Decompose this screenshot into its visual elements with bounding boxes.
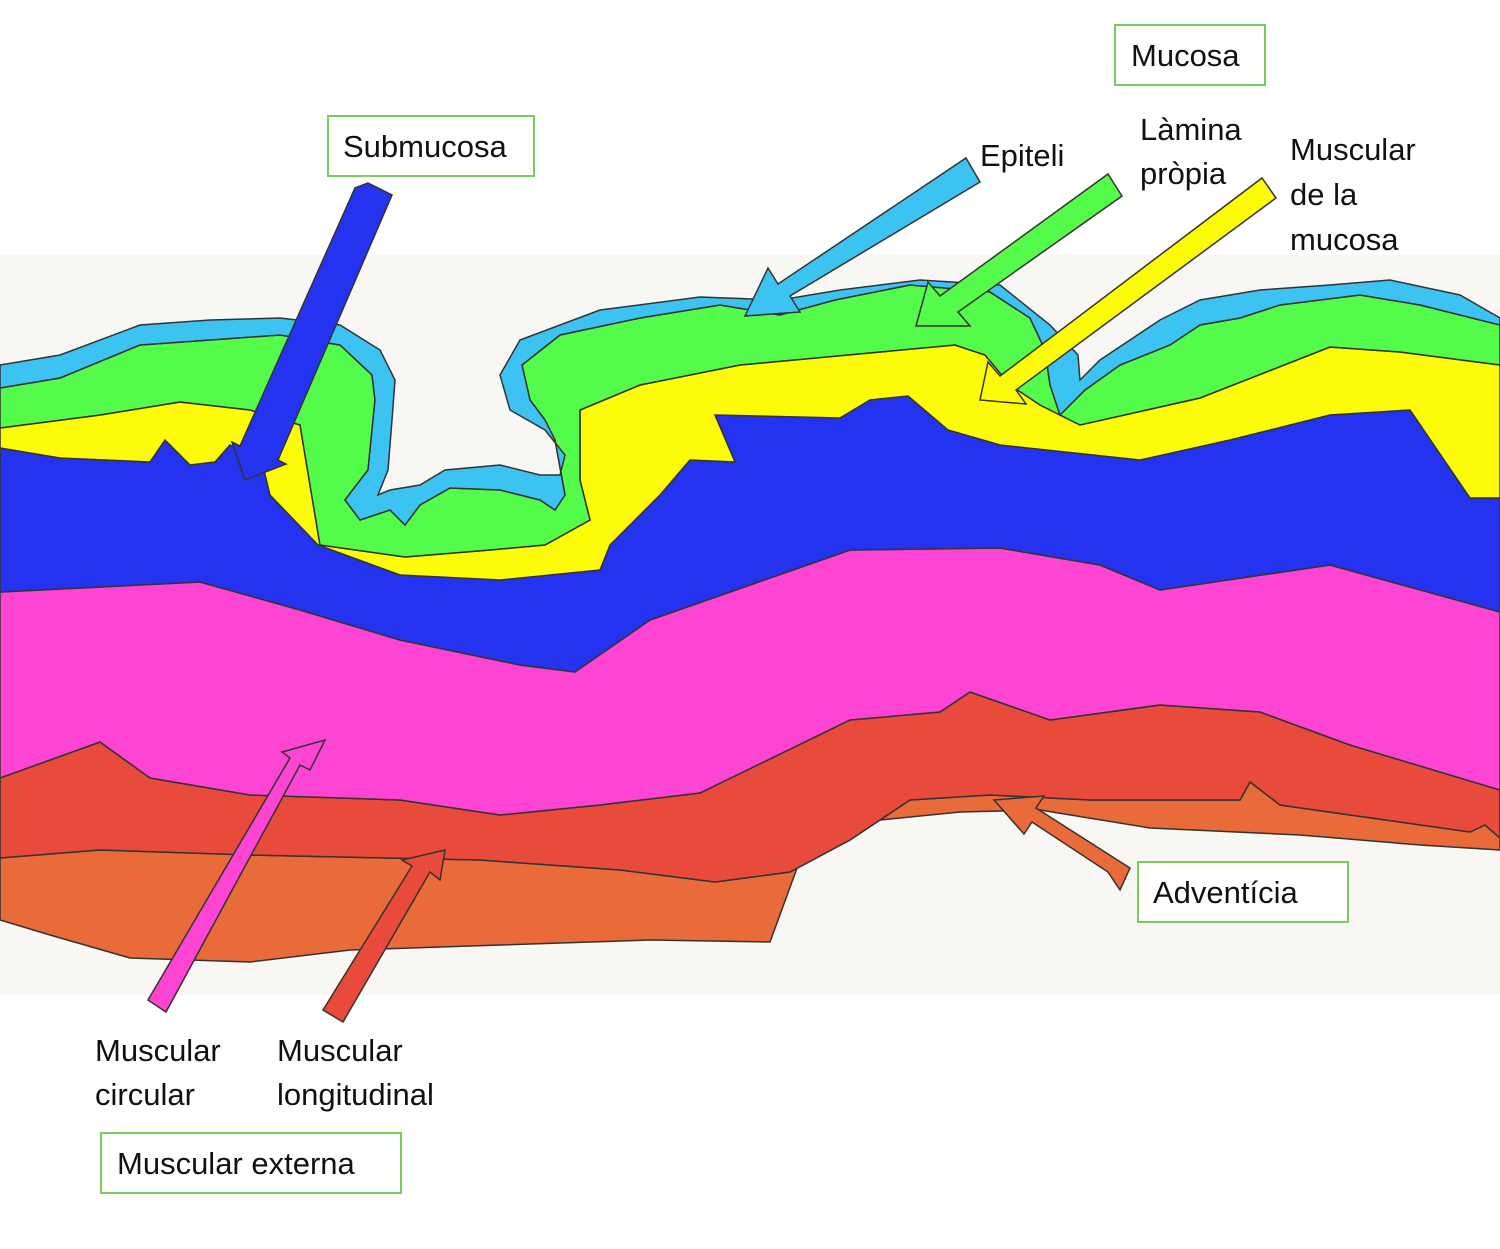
muscular-circular-label-line-2: circular	[95, 1077, 195, 1112]
epiteli-label: Epiteli	[980, 138, 1064, 173]
lamina-propia-label-line-2: pròpia	[1140, 156, 1227, 191]
submucosa-arrow	[230, 182, 393, 481]
lamina-propia-arrow	[915, 172, 1124, 327]
lamina-propia-label-line-1: Làmina	[1140, 112, 1242, 147]
muscular-mucosa-label-line-2: de la	[1290, 177, 1358, 212]
submucosa-label-box	[327, 115, 535, 177]
muscular-mucosa-label-line-1: Muscular	[1290, 132, 1416, 167]
muscular-circular-arrow	[146, 738, 327, 1014]
adventicia-label: Adventícia	[1153, 875, 1299, 910]
adventicia-label-box	[1137, 861, 1349, 923]
muscular-longitudinal-arrow	[321, 849, 446, 1024]
muscular-externa-label: Muscular externa	[117, 1146, 356, 1181]
mucosa-label: Mucosa	[1131, 38, 1240, 73]
muscular-mucosa-arrow	[979, 176, 1278, 405]
submucosa-label: Submucosa	[343, 129, 507, 164]
mucosa-label-box	[1114, 24, 1266, 86]
muscular-externa-label-box	[100, 1132, 402, 1194]
epiteli-layer	[0, 279, 1500, 527]
adventicia-arrow	[992, 795, 1131, 892]
epiteli-arrow	[743, 156, 982, 317]
muscular-longitudinal-label-line-1: Muscular	[277, 1033, 403, 1068]
muscular-mucosa-label-line-3: mucosa	[1290, 222, 1399, 257]
muscular-circular-label-line-1: Muscular	[95, 1033, 221, 1068]
muscular-longitudinal-label-line-2: longitudinal	[277, 1077, 434, 1112]
